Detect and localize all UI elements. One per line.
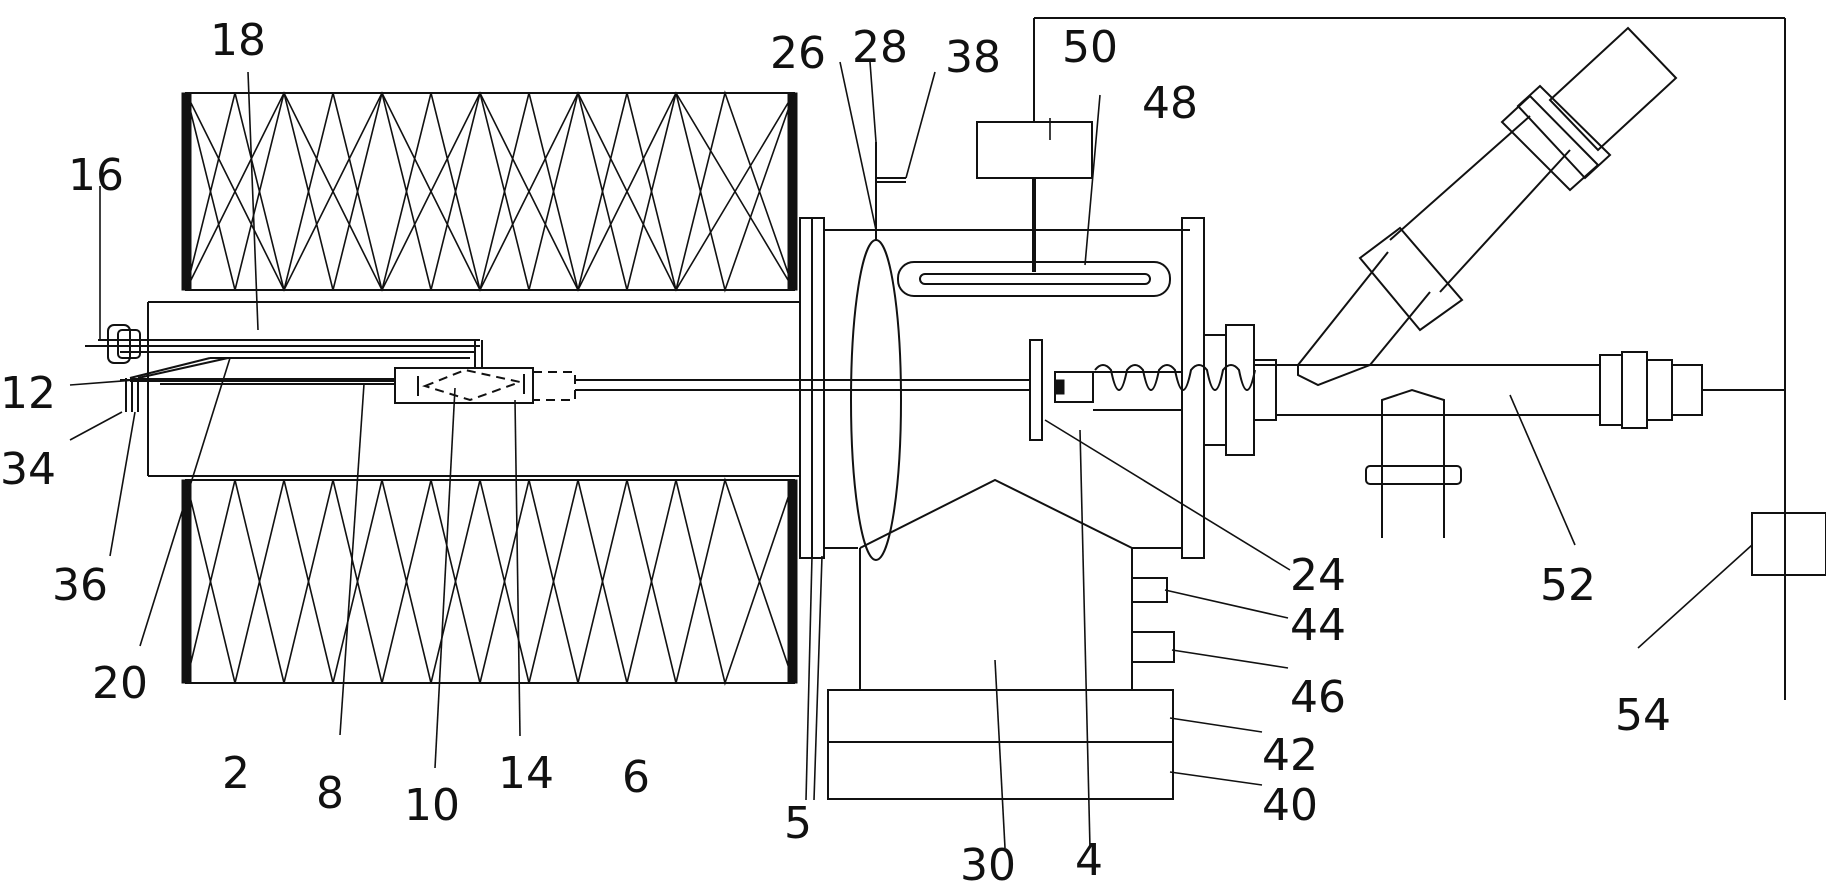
- power-box-50: [976, 17, 1786, 700]
- label-26: 26: [770, 28, 826, 79]
- heater-coil-lower-left-cap: [181, 479, 192, 684]
- heater-coil-lower-right-cap: [787, 479, 798, 684]
- label-14: 14: [498, 748, 554, 799]
- stage-42: [827, 689, 1174, 743]
- label-10: 10: [404, 780, 460, 831]
- substrate-holder-24: [1029, 339, 1256, 441]
- label-38: 38: [945, 32, 1001, 83]
- valve-34-36: [120, 378, 142, 412]
- leader-lines: [69, 61, 1753, 849]
- label-28: 28: [852, 22, 908, 73]
- label-34: 34: [0, 444, 56, 495]
- sample-boat: [394, 367, 1030, 404]
- label-4: 4: [1075, 835, 1103, 883]
- exhaust-plumbing-52: [1203, 26, 1785, 538]
- label-46: 46: [1290, 672, 1346, 723]
- reference-labels: 18 16 12 34 36 20 2 8 10 14 6 5 26 28 38…: [0, 15, 1671, 883]
- label-6: 6: [622, 752, 650, 803]
- label-30: 30: [960, 840, 1016, 883]
- controller-54: [1751, 512, 1826, 576]
- flange-5: [799, 217, 1190, 559]
- label-16: 16: [68, 150, 124, 201]
- heater-coil-upper: [181, 90, 798, 293]
- label-54: 54: [1615, 690, 1671, 741]
- label-36: 36: [52, 560, 108, 611]
- label-8: 8: [316, 768, 344, 819]
- stage-40: [827, 741, 1174, 800]
- heater-coil-upper-right-cap: [787, 92, 798, 291]
- inner-rods: [85, 324, 483, 385]
- nut-16: [107, 324, 131, 364]
- label-24: 24: [1290, 550, 1346, 601]
- label-48: 48: [1142, 78, 1198, 129]
- heater-48: [897, 178, 1171, 297]
- chamber-4: [824, 217, 1205, 559]
- label-40: 40: [1262, 780, 1318, 831]
- heater-coil-lower: [181, 477, 798, 686]
- label-42: 42: [1262, 730, 1318, 781]
- label-12: 12: [0, 368, 56, 419]
- pedestal-30: [859, 478, 1133, 691]
- spring: [1094, 364, 1256, 391]
- heater-coil-upper-left-cap: [181, 92, 192, 291]
- label-2: 2: [222, 748, 250, 799]
- label-52: 52: [1540, 560, 1596, 611]
- lens-26: [850, 142, 906, 561]
- label-44: 44: [1290, 600, 1346, 651]
- label-20: 20: [92, 658, 148, 709]
- label-50: 50: [1062, 22, 1118, 73]
- label-5: 5: [784, 798, 812, 849]
- label-18: 18: [210, 15, 266, 66]
